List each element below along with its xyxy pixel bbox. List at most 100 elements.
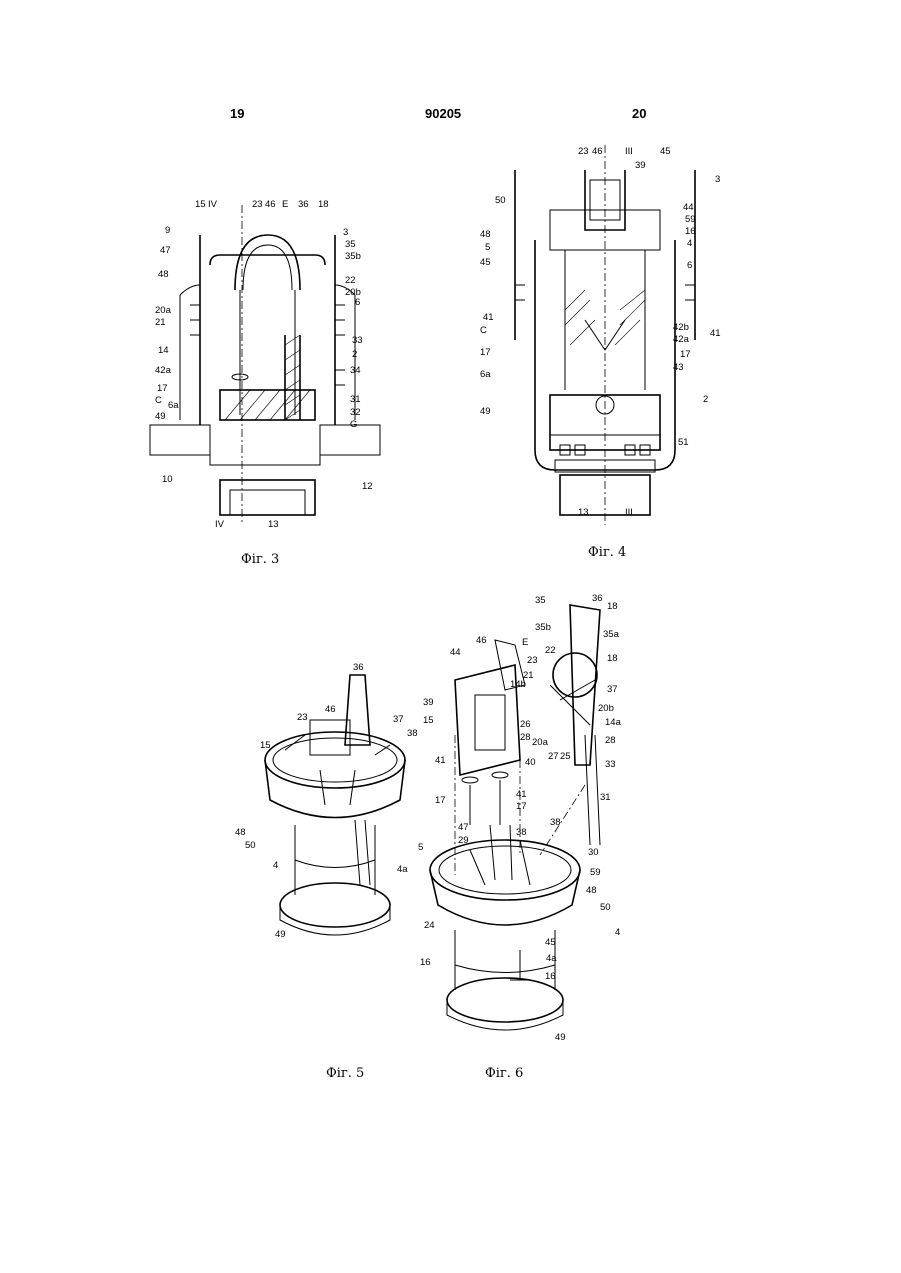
fig6-label: 41 [435,755,446,766]
fig4-label: 39 [635,160,646,171]
fig3-label: 35b [345,251,361,262]
figure-4-caption: Фіг. 4 [588,545,626,560]
fig6-label: 5 [418,842,423,853]
fig4-label: 6a [480,369,491,380]
fig4-label: III [625,146,633,157]
fig3-label: 14 [158,345,169,356]
fig6-label: 4a [546,953,557,964]
fig6-label: 35 [535,595,546,606]
fig4-label: C [480,325,487,336]
fig3-label: 42a [155,365,172,376]
fig4-label: 43 [673,362,684,373]
fig4-label: 23 [578,146,589,157]
fig6-label: 31 [600,792,611,803]
fig6-label: 59 [590,867,601,878]
fig6-label: 38 [550,817,561,828]
fig4-label: 45 [480,257,491,268]
fig3-label: 46 [265,199,276,210]
fig3-label: IV [208,199,218,210]
fig6-label: 4 [615,927,620,938]
fig6-label: 39 [423,697,434,708]
fig6-label: 22 [545,645,556,656]
fig6-label: 18 [607,601,618,612]
fig6-label: 28 [605,735,616,746]
figure-6-drawing: 35 36 18 35b 35a 46 E 44 22 23 18 21 14b… [410,585,650,1050]
fig3-label: 22 [345,275,356,286]
figure-3-caption: Фіг. 3 [241,552,279,567]
fig6-label: 49 [555,1032,566,1043]
fig5-label: 4a [397,864,408,875]
fig6-label: 25 [560,751,571,762]
fig6-label: 37 [607,684,618,695]
fig3-label: 47 [160,245,171,256]
fig3-label: E [282,199,288,210]
fig6-label: 47 [458,822,469,833]
fig4-label: 48 [480,229,491,240]
fig6-label: 14a [605,717,622,728]
patent-number: 90205 [425,106,461,121]
fig5-label: 4 [273,860,278,871]
fig3-label: 15 [195,199,206,210]
fig6-label: 26 [520,719,531,730]
fig5-label: 50 [245,840,256,851]
fig6-label: 27 [548,751,559,762]
fig5-label: 36 [353,662,364,673]
fig3-label: 23 [252,199,263,210]
fig6-label: 41 [516,789,527,800]
fig4-label: 46 [592,146,603,157]
fig5-label: 15 [260,740,271,751]
fig4-label: 6 [687,260,692,271]
fig3-label: 6 [355,297,360,308]
fig6-label: 44 [450,647,461,658]
fig3-label: 2 [352,349,357,360]
fig3-label: 36 [298,199,309,210]
fig4-label: 2 [703,394,708,405]
fig3-label: 32 [350,407,361,418]
fig6-label: 35a [603,629,620,640]
fig3-label: 20a [155,305,172,316]
fig4-label: 59 [685,214,696,225]
fig6-label: 20b [598,703,614,714]
fig3-label: 21 [155,317,166,328]
fig6-label: 14b [510,679,526,690]
fig6-label: 50 [600,902,611,913]
figure-5-callouts: 36 46 23 37 38 15 48 50 4 4a 49 [235,662,418,940]
fig6-label: 30 [588,847,599,858]
fig5-label: 46 [325,704,336,715]
fig3-label: C [155,395,162,406]
fig6-label: 16 [545,971,556,982]
fig5-label: 49 [275,929,286,940]
fig4-label: 16 [685,226,696,237]
fig6-label: 20a [532,737,549,748]
fig3-label: 10 [162,474,173,485]
fig5-label: 23 [297,712,308,723]
fig3-label: 18 [318,199,329,210]
fig3-label: 17 [157,383,168,394]
fig4-label: 41 [483,312,494,323]
fig4-label: 41 [710,328,721,339]
fig4-label: 42a [673,334,690,345]
fig3-label: 6a [168,400,179,411]
fig6-label: 23 [527,655,538,666]
figure-5-caption: Фіг. 5 [326,1066,364,1081]
fig3-label: IV [215,519,225,530]
fig3-label: 35 [345,239,356,250]
fig6-label: 40 [525,757,536,768]
fig6-label: 17 [516,801,527,812]
fig3-label: G [350,419,357,430]
fig6-label: 38 [516,827,527,838]
fig3-label: 48 [158,269,169,280]
fig4-label: 50 [495,195,506,206]
figure-3-drawing: IV 15 23 46 E 36 18 3 9 35 47 35b 48 22 … [140,195,390,535]
fig4-label: 13 [578,507,589,518]
figure-6-caption: Фіг. 6 [485,1066,523,1081]
figure-4-callouts: 23 46 III 45 39 3 50 44 59 48 16 5 4 45 … [480,146,721,518]
fig6-label: 45 [545,937,556,948]
fig5-label: 48 [235,827,246,838]
fig6-label: 29 [458,835,469,846]
fig4-label: 42b [673,322,689,333]
fig4-label: 49 [480,406,491,417]
fig6-label: 17 [435,795,446,806]
fig6-label: 18 [607,653,618,664]
fig4-label: 4 [687,238,692,249]
